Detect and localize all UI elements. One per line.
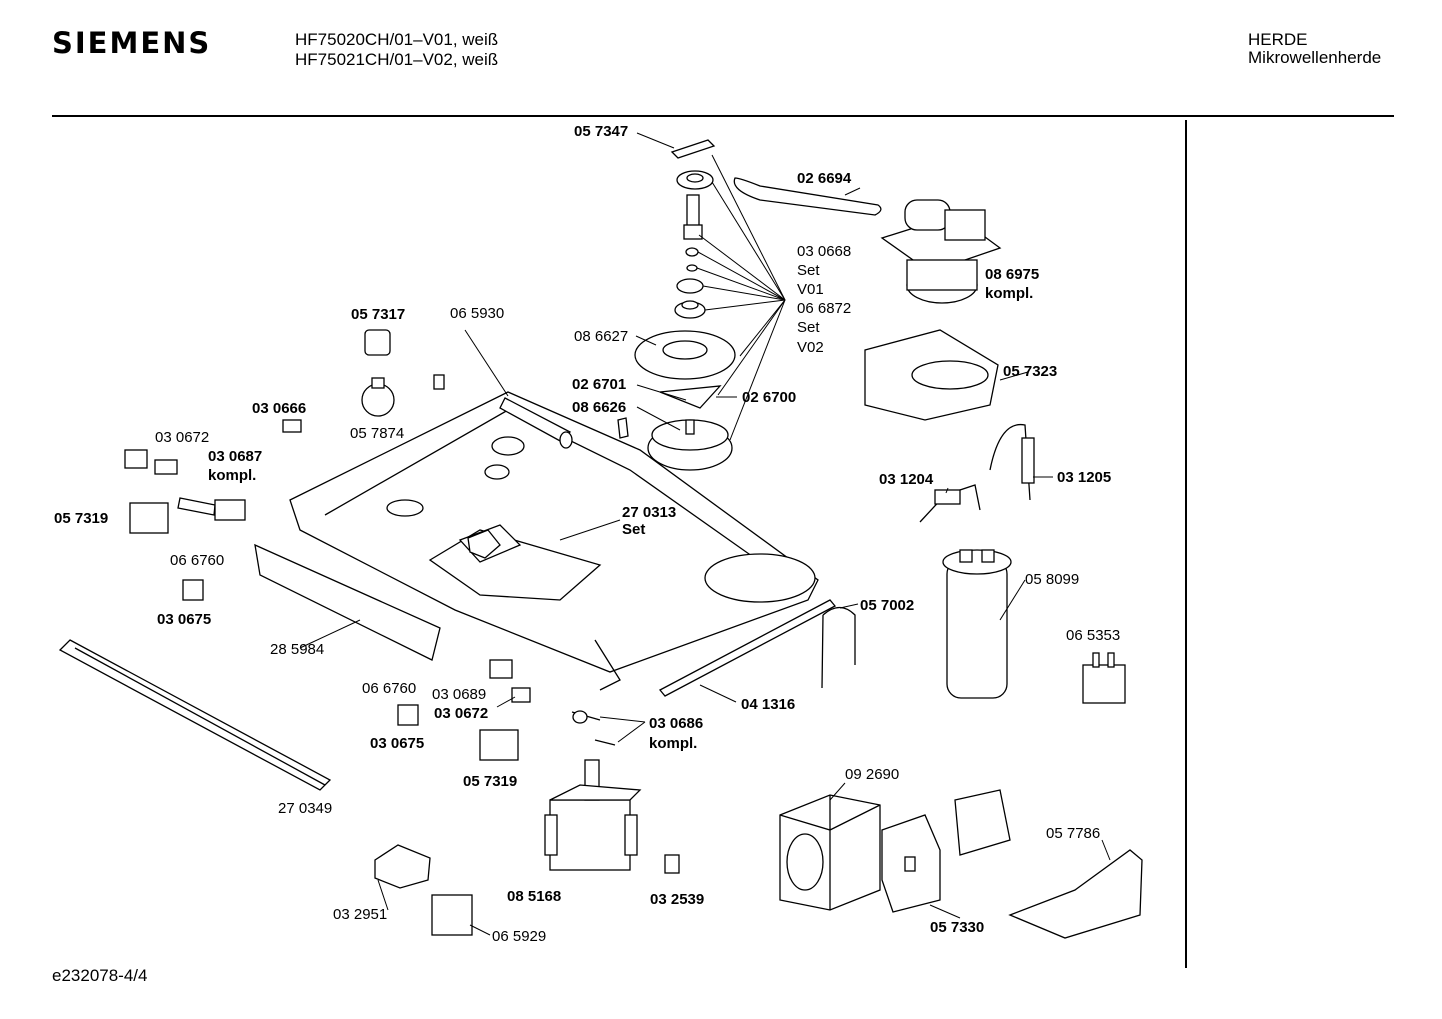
label-031204: 03 1204 [879, 471, 934, 488]
capacitor [942, 549, 1012, 699]
lamp-clip [433, 374, 445, 390]
thermal-cutout [664, 854, 680, 874]
choke-bracket [821, 606, 856, 689]
subcategory-label: Mikrowellenherde [1248, 48, 1382, 67]
model-line-1: HF75020CH/01–V01, weiß [295, 30, 499, 49]
door-switch-a [124, 449, 148, 469]
label-270313: 27 0313 [622, 504, 676, 521]
label-086626: 08 6626 [572, 399, 626, 416]
label-026694: 02 6694 [797, 170, 852, 187]
label-kompl-030687: kompl. [208, 467, 256, 484]
label-kompl-086975: kompl. [985, 285, 1033, 302]
hv-transformer [779, 794, 881, 911]
siemens-logo: SIEMENS [52, 26, 212, 60]
label-030675-bottom: 03 0675 [370, 735, 424, 752]
microswitch-f [397, 704, 419, 726]
label-065929: 06 5929 [492, 928, 546, 945]
chassis-base-plate [289, 391, 819, 691]
relay-a [374, 844, 431, 889]
transformer-bracket [954, 789, 1011, 856]
label-set-270313: Set [622, 521, 645, 538]
microswitch-block-b [479, 729, 519, 761]
label-030672-bottom: 03 0672 [434, 705, 488, 722]
base-shield [1008, 849, 1143, 939]
label-kompl-030686: kompl. [649, 735, 697, 752]
microswitch-c [182, 579, 204, 601]
label-057330: 05 7330 [930, 919, 984, 936]
label-032951: 03 2951 [333, 906, 387, 923]
label-set-v01: Set [797, 262, 820, 279]
label-057347: 05 7347 [574, 123, 628, 140]
relay-b [431, 894, 473, 936]
relay-cube [1082, 664, 1126, 704]
label-057319-bottom: 05 7319 [463, 773, 517, 790]
label-v02: V02 [797, 339, 824, 356]
label-092690: 09 2690 [845, 766, 899, 783]
label-030687: 03 0687 [208, 448, 262, 465]
label-058099: 05 8099 [1025, 571, 1079, 588]
label-086627: 08 6627 [574, 328, 628, 345]
label-057786: 05 7786 [1046, 825, 1100, 842]
label-set-v02: Set [797, 319, 820, 336]
label-065353: 06 5353 [1066, 627, 1120, 644]
microswitch-e [511, 687, 531, 703]
label-026701: 02 6701 [572, 376, 626, 393]
label-057323: 05 7323 [1003, 363, 1057, 380]
label-065930: 06 5930 [450, 305, 504, 322]
switch-lever [214, 499, 246, 521]
leader-lines [299, 132, 1111, 936]
part-drawings [58, 139, 1143, 939]
label-066872: 06 6872 [797, 300, 851, 317]
label-041316: 04 1316 [741, 696, 795, 713]
label-030668: 03 0668 [797, 243, 851, 260]
control-strip [254, 543, 441, 661]
label-030686: 03 0686 [649, 715, 703, 732]
label-v01: V01 [797, 281, 824, 298]
microswitch-d [489, 659, 513, 679]
fan-motor-assembly [880, 199, 1002, 304]
lamp-socket [364, 329, 391, 356]
label-270349: 27 0349 [278, 800, 332, 817]
label-030672-top: 03 0672 [155, 429, 209, 446]
label-057317: 05 7317 [351, 306, 405, 323]
label-030689: 03 0689 [432, 686, 486, 703]
label-026700: 02 6700 [742, 389, 796, 406]
label-066760-bottom: 06 6760 [362, 680, 416, 697]
microswitch-block-a [129, 502, 169, 534]
drawing-id: e232078-4/4 [52, 966, 148, 985]
label-031205: 03 1205 [1057, 469, 1111, 486]
drive-belt [733, 177, 882, 216]
fuse-holder [282, 419, 302, 433]
label-066760-top: 06 6760 [170, 552, 224, 569]
label-032539: 03 2539 [650, 891, 704, 908]
turntable-drive-stack [617, 139, 736, 471]
seal-strip [658, 599, 837, 697]
label-057319-left: 05 7319 [54, 510, 108, 527]
label-057874: 05 7874 [350, 425, 404, 442]
door-switch-b [154, 459, 178, 475]
label-057002: 05 7002 [860, 597, 914, 614]
label-086975: 08 6975 [985, 266, 1039, 283]
lamp-bulb [361, 383, 395, 417]
label-030666: 03 0666 [252, 400, 306, 417]
model-line-2: HF75021CH/01–V02, weiß [295, 50, 499, 69]
category-label: HERDE [1248, 30, 1308, 49]
thermal-sensor-cable [989, 423, 1031, 501]
magnetron [544, 759, 642, 871]
label-030675-top: 03 0675 [157, 611, 211, 628]
part-labels: 05 7347 02 6694 03 0668 Set V01 06 6872 … [54, 123, 1120, 945]
label-285984: 28 5984 [270, 641, 324, 658]
spring-pin [177, 497, 216, 516]
label-085168: 08 5168 [507, 888, 561, 905]
